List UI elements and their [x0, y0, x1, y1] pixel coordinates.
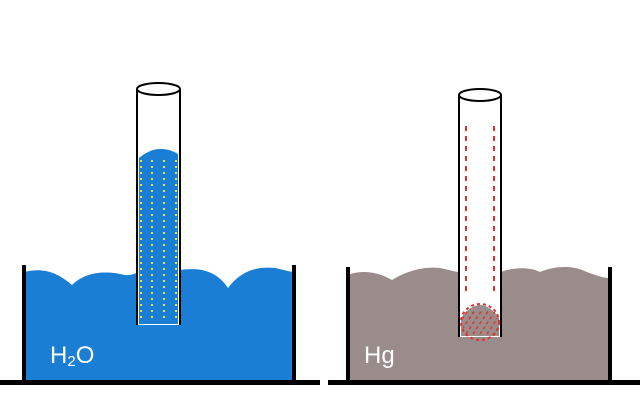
water-label: H2O: [50, 342, 94, 370]
mercury-hatch-line: [462, 309, 476, 335]
mercury-capillary-tube: [458, 88, 502, 341]
water-tube-opening: [136, 82, 181, 96]
mercury-hatch-line: [479, 309, 497, 335]
mercury-droplet-outline: [460, 303, 500, 341]
mercury-hatch-line: [462, 309, 469, 335]
mercury-beaker-left-wall: [346, 267, 350, 384]
water-beaker-base: [0, 380, 320, 385]
mercury-beaker-base: [328, 380, 640, 385]
water-capillary-tube: [136, 82, 181, 325]
mercury-hatch-line: [472, 309, 490, 335]
mercury-label: Hg: [364, 342, 395, 369]
mercury-droplet-hatch: [462, 309, 498, 335]
water-beaker-right-wall: [292, 265, 296, 384]
mercury-hatch-line: [465, 309, 483, 335]
mercury-beaker-right-wall: [608, 267, 612, 384]
water-beaker: H2O: [0, 82, 320, 385]
water-tube-column: [139, 148, 178, 324]
water-beaker-left-wall: [22, 265, 26, 384]
mercury-hatch-line: [486, 309, 498, 335]
mercury-beaker: Hg: [328, 88, 640, 385]
mercury-tube-opening: [458, 88, 502, 102]
